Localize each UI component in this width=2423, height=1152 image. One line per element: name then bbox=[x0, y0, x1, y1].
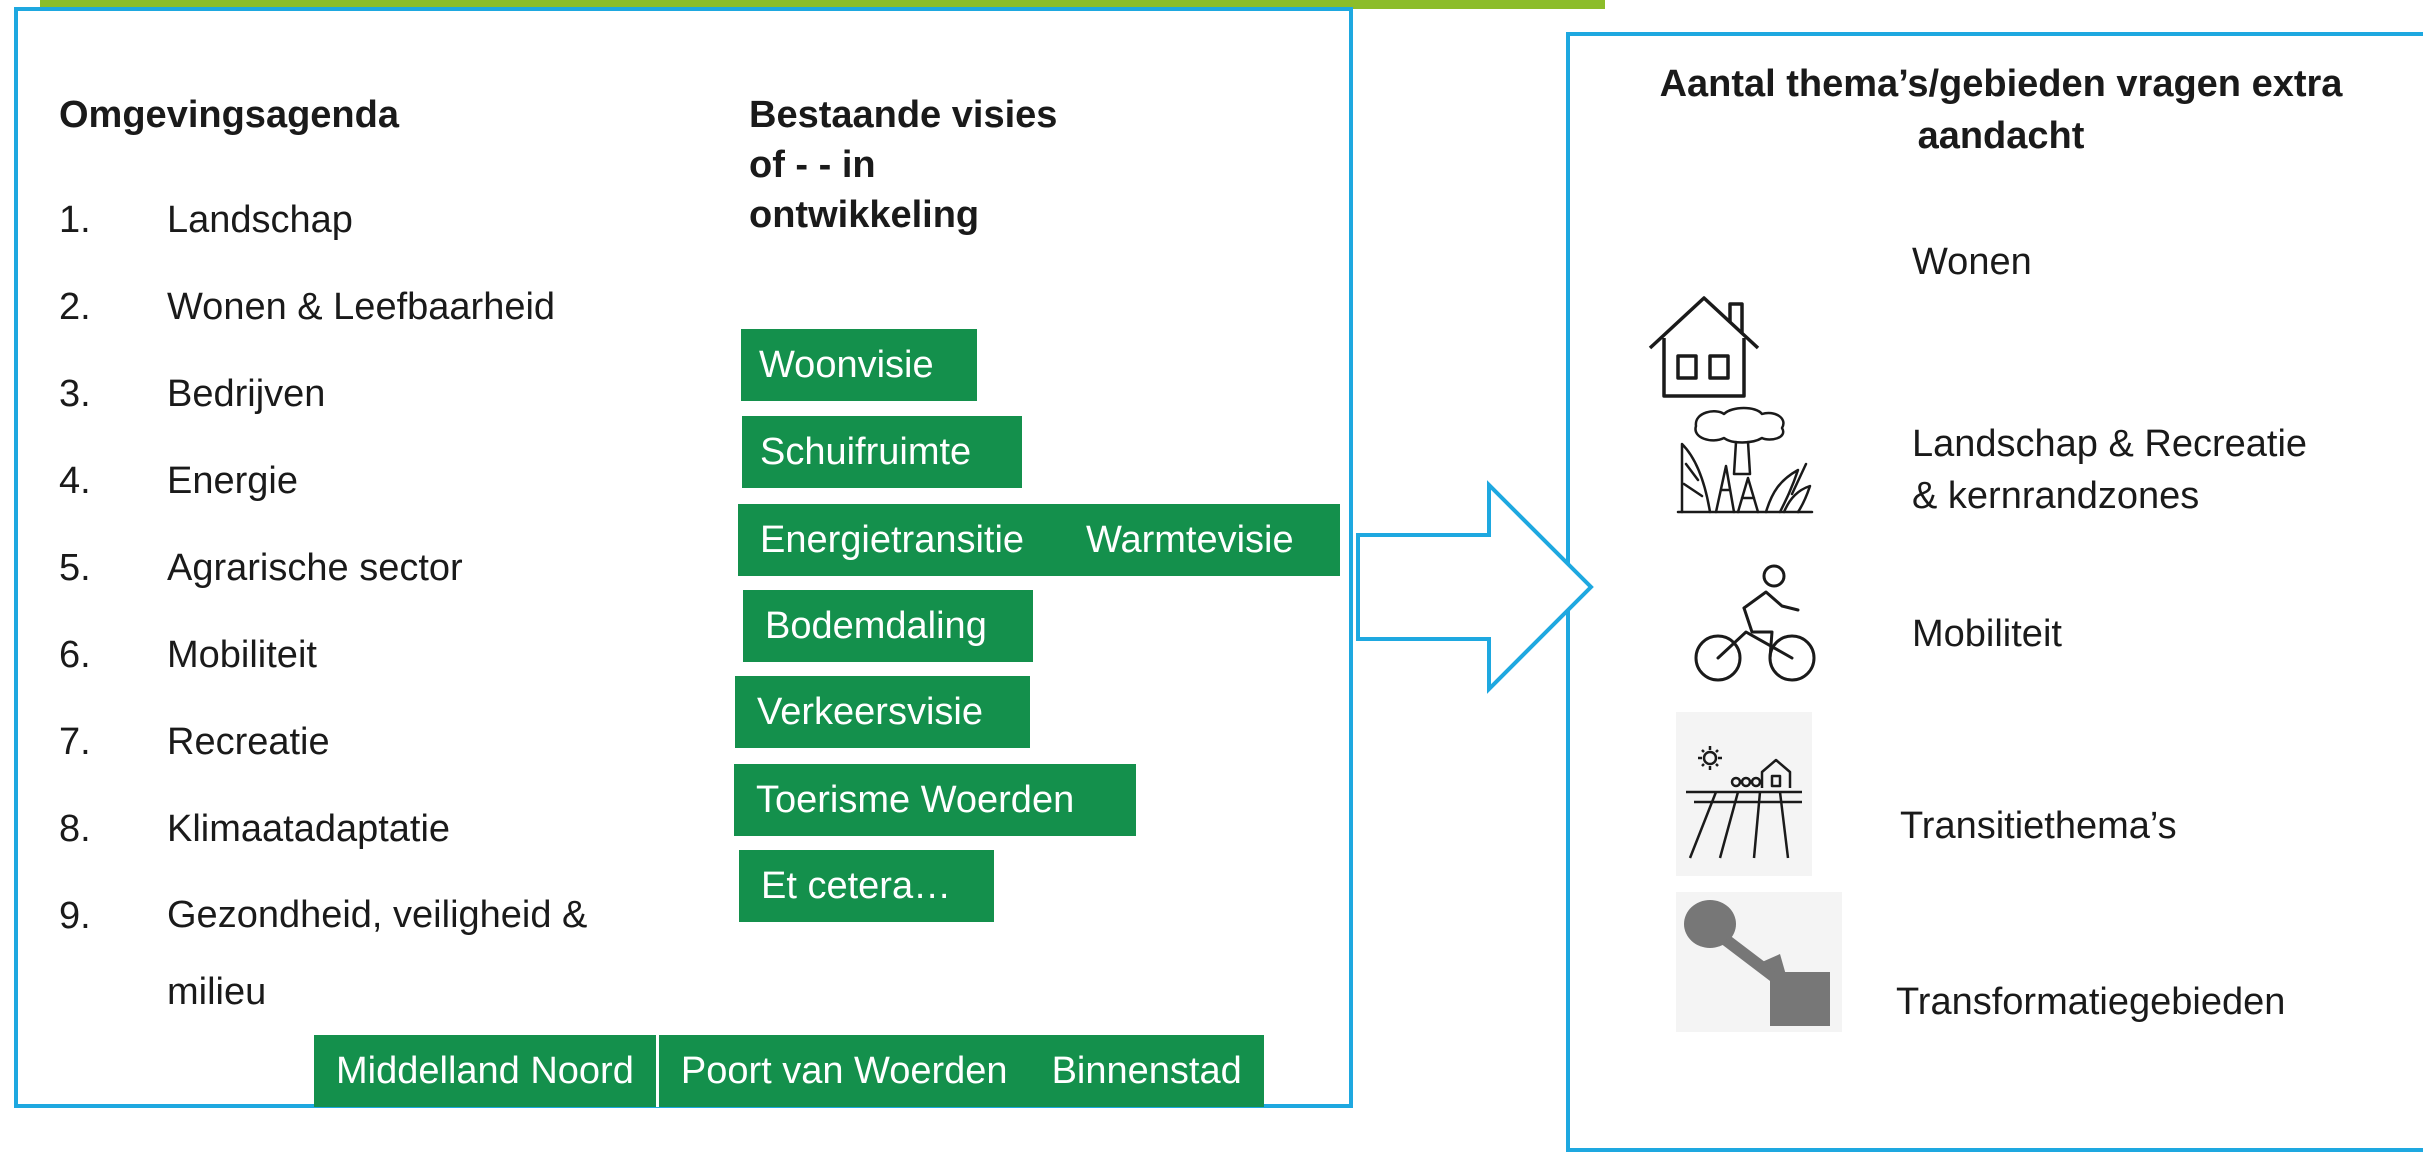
landscape-icon bbox=[1676, 406, 1814, 514]
area-binnenstad: Binnenstad bbox=[1029, 1035, 1264, 1107]
agenda-label: Recreatie bbox=[167, 721, 330, 763]
agenda-label: Agrarische sector bbox=[167, 547, 463, 589]
area-row: Middelland Noord Poort van Woerden Binne… bbox=[314, 1035, 1264, 1107]
tag-energietransitie: Energietransitie bbox=[738, 504, 1056, 576]
right-arrow-icon bbox=[1356, 480, 1594, 694]
agenda-label-line: milieu bbox=[167, 971, 267, 1013]
right-title: Aantal thema’s/gebieden vragen extra aan… bbox=[1572, 58, 2423, 162]
theme-label-line: & kernrandzones bbox=[1912, 475, 2200, 517]
visies-title-line: ontwikkeling bbox=[749, 194, 980, 236]
agenda-label: Gezondheid, veiligheid & milieu bbox=[167, 877, 587, 1031]
tag-bodemdaling: Bodemdaling bbox=[743, 590, 1033, 662]
farm-field-icon bbox=[1676, 712, 1812, 876]
agenda-number: 5. bbox=[59, 547, 91, 589]
theme-label-transformatiegebieden: Transformatiegebieden bbox=[1896, 981, 2286, 1023]
agenda-number: 4. bbox=[59, 460, 91, 502]
agenda-label: Mobiliteit bbox=[167, 634, 317, 676]
theme-label-wonen: Wonen bbox=[1912, 241, 2032, 283]
visies-title-line: of - - in bbox=[749, 144, 876, 186]
tag-et-cetera: Et cetera… bbox=[739, 850, 994, 922]
visies-title-line: Bestaande visies bbox=[749, 94, 1058, 136]
area-poort-van-woerden: Poort van Woerden bbox=[658, 1035, 1030, 1107]
agenda-number: 8. bbox=[59, 808, 91, 850]
agenda-label-line: Gezondheid, veiligheid & bbox=[167, 894, 588, 936]
agenda-number: 1. bbox=[59, 199, 91, 241]
agenda-number: 3. bbox=[59, 373, 91, 415]
agenda-label: Wonen & Leefbaarheid bbox=[167, 286, 556, 328]
right-title-line: Aantal thema’s/gebieden vragen extra bbox=[1659, 63, 2343, 105]
theme-label-landschap: Landschap & Recreatie & kernrandzones bbox=[1912, 418, 2307, 522]
transformation-icon bbox=[1676, 892, 1842, 1032]
agenda-title: Omgevingsagenda bbox=[59, 94, 399, 136]
agenda-label: Klimaatadaptatie bbox=[167, 808, 451, 850]
cyclist-icon bbox=[1694, 564, 1816, 682]
agenda-number: 6. bbox=[59, 634, 91, 676]
tag-woonvisie: Woonvisie bbox=[741, 329, 977, 401]
tag-verkeersvisie: Verkeersvisie bbox=[735, 676, 1030, 748]
agenda-label: Energie bbox=[167, 460, 298, 502]
area-middelland-noord: Middelland Noord bbox=[314, 1035, 656, 1107]
agenda-number: 2. bbox=[59, 286, 91, 328]
area-divider bbox=[655, 1035, 659, 1107]
tag-schuifruimte: Schuifruimte bbox=[742, 416, 1022, 488]
house-icon bbox=[1648, 296, 1760, 398]
top-accent-bar bbox=[40, 0, 1605, 9]
theme-label-line: Landschap & Recreatie bbox=[1912, 423, 2308, 465]
agenda-label: Bedrijven bbox=[167, 373, 326, 415]
visies-title: Bestaande visies of - - in ontwikkeling bbox=[749, 90, 1169, 240]
agenda-number: 7. bbox=[59, 721, 91, 763]
agenda-number: 9. bbox=[59, 895, 91, 937]
theme-label-transitiethemas: Transitiethema’s bbox=[1900, 805, 2177, 847]
agenda-label: Landschap bbox=[167, 199, 353, 241]
tag-warmtevisie: Warmtevisie bbox=[1056, 504, 1340, 576]
tag-toerisme-woerden: Toerisme Woerden bbox=[734, 764, 1136, 836]
right-title-line: aandacht bbox=[1917, 115, 2085, 157]
theme-label-mobiliteit: Mobiliteit bbox=[1912, 613, 2062, 655]
